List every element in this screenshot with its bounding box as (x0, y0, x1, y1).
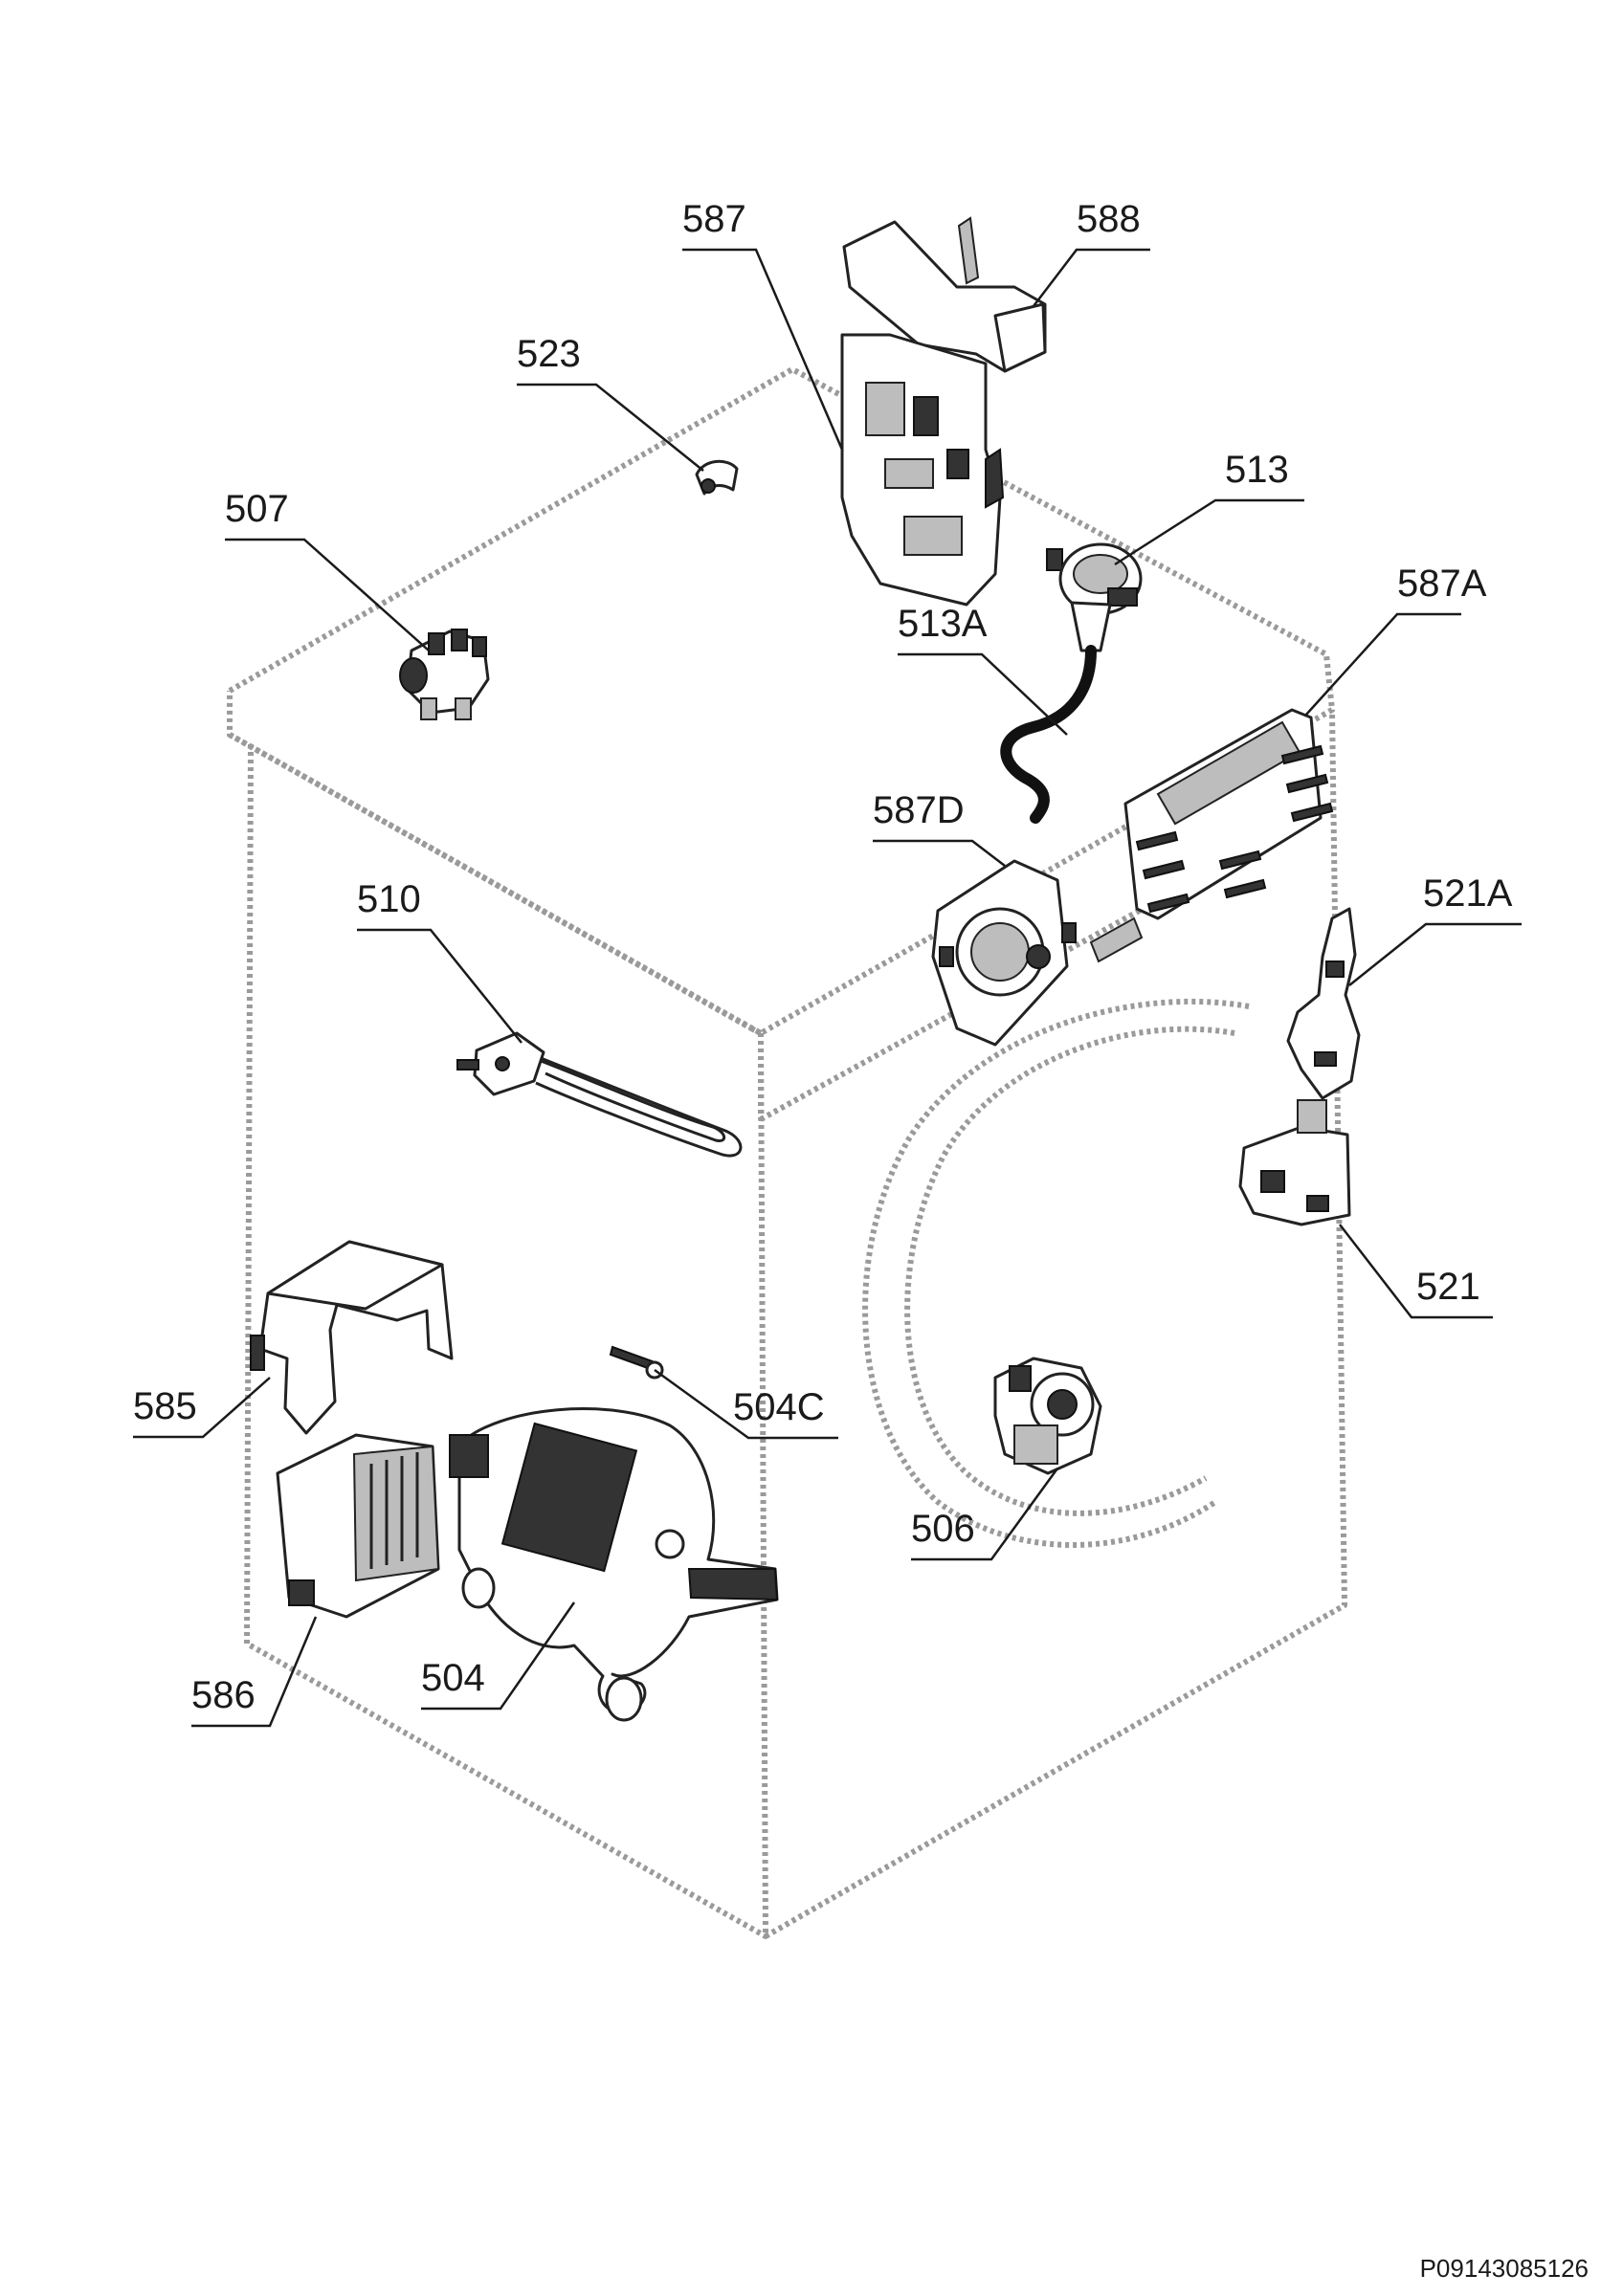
callout-506: 506 (911, 1508, 975, 1550)
part-513A-hose (1000, 645, 1097, 824)
callout-521A: 521A (1423, 872, 1513, 915)
callout-587: 587 (682, 198, 746, 240)
leader-588 (1033, 248, 1150, 307)
callout-513A: 513A (898, 603, 988, 645)
leader-507 (225, 538, 430, 651)
part-523-clip (695, 459, 739, 496)
callout-504C: 504C (733, 1386, 825, 1428)
callout-587A: 587A (1397, 563, 1487, 605)
callout-507: 507 (225, 488, 289, 530)
leader-585 (133, 1377, 271, 1439)
part-521-door-lock (1238, 1099, 1351, 1226)
leader-506 (911, 1468, 1059, 1561)
part-504C-screw (609, 1345, 664, 1380)
washing-machine-cabinet-outline (227, 366, 1347, 1939)
leader-510 (357, 928, 522, 1044)
leader-504C (654, 1368, 838, 1440)
part-513-pressure-switch (1046, 542, 1143, 652)
part-585-cover (250, 1240, 454, 1435)
part-587-electronic-board (840, 333, 1005, 607)
part-504-motor (449, 1407, 779, 1722)
leader-586 (191, 1616, 318, 1728)
leader-521 (1339, 1224, 1493, 1319)
leader-lines (133, 248, 1522, 1728)
callout-588: 588 (1077, 198, 1141, 240)
leader-523 (517, 383, 704, 472)
part-587D-selector (931, 859, 1077, 1047)
part-588-module (842, 216, 1047, 373)
part-587A-board (1089, 708, 1334, 963)
heatsink-fins (369, 1452, 419, 1569)
board-pins (1135, 744, 1334, 914)
leader-587 (682, 248, 844, 451)
callout-513: 513 (1225, 449, 1289, 491)
drawing-reference-code: P09143085126 (1420, 2254, 1589, 2283)
leader-587D (873, 839, 1006, 867)
leader-504 (421, 1601, 576, 1711)
part-506-drain-pump (993, 1357, 1102, 1475)
part-521A-hinge (1286, 907, 1361, 1100)
callout-523: 523 (517, 333, 581, 375)
leader-513 (1114, 498, 1304, 566)
callout-585: 585 (133, 1385, 197, 1427)
callout-586: 586 (191, 1674, 256, 1716)
callout-labels: 588 587 523 513 507 587A 513A 587D 510 5… (133, 198, 1513, 1716)
callout-510: 510 (357, 878, 421, 920)
leader-521A (1348, 922, 1522, 986)
leader-513A (898, 652, 1068, 736)
callout-504: 504 (421, 1657, 485, 1699)
part-586-motor-control (276, 1433, 440, 1619)
leader-587A (1304, 612, 1461, 717)
part-507-inlet-valve (399, 629, 490, 720)
part-510-heating-element (456, 1031, 743, 1158)
callout-521: 521 (1416, 1266, 1480, 1308)
callout-587D: 587D (873, 789, 965, 831)
